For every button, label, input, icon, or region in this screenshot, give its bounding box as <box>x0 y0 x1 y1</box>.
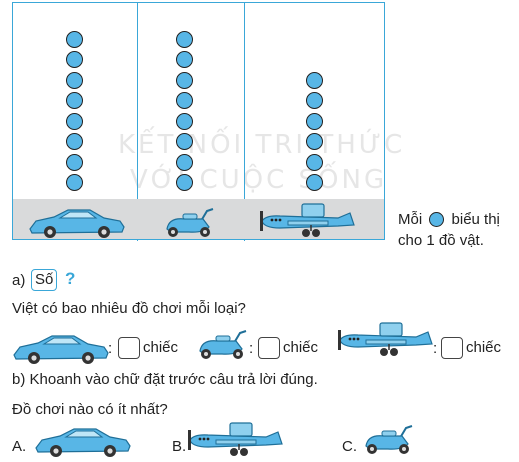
option-b-label[interactable]: B. <box>172 438 187 455</box>
motorbike-circle-icon <box>175 112 193 130</box>
pictograph-chart <box>12 2 385 241</box>
car-circle-icon <box>65 51 83 68</box>
car-icon <box>35 428 131 458</box>
car-count-input[interactable] <box>118 337 140 359</box>
car-circle-icon <box>65 174 83 191</box>
motorbike-icon <box>199 330 247 360</box>
car-circle-icon <box>65 153 83 171</box>
motorbike-icon <box>166 208 214 238</box>
car-icon <box>13 335 109 365</box>
motorbike-circle-icon <box>175 92 193 109</box>
so-box: Số <box>31 269 58 291</box>
car-circle-icon <box>65 133 83 150</box>
part-b-instruction: b) Khoanh vào chữ đặt trước câu trả lời … <box>12 371 318 388</box>
legend-after: biểu thị <box>451 211 500 228</box>
part-a-label: a) <box>12 272 26 289</box>
question-mark: ? <box>65 269 76 288</box>
motorbike-circle-icon <box>175 30 193 48</box>
airplane-circle-icon <box>305 153 323 171</box>
airplane-circle-icon <box>305 133 323 150</box>
column-divider <box>244 3 245 241</box>
motorbike-circle-icon <box>175 133 193 150</box>
motorbike-circle-icon <box>175 71 193 89</box>
legend-line2: cho 1 đồ vật. <box>398 232 484 249</box>
legend-before: Mỗi <box>398 211 423 228</box>
unit-label: chiếc <box>466 339 502 356</box>
airplane-circle-icon <box>305 92 323 109</box>
legend-line1: Mỗi biểu thị <box>398 211 500 228</box>
part-b-question: Đồ chơi nào có ít nhất? <box>12 401 168 418</box>
motorbike-circle-icon <box>175 51 193 68</box>
unit-label: chiếc <box>283 339 319 356</box>
airplane-circle-icon <box>305 112 323 130</box>
motorbike-icon <box>365 425 413 455</box>
car-circle-icon <box>65 71 83 89</box>
colon: : <box>249 340 254 357</box>
car-circle-icon <box>65 30 83 48</box>
colon: : <box>433 340 438 357</box>
motorbike-circle-icon <box>175 153 193 171</box>
circle-icon <box>429 212 445 227</box>
airplane-circle-icon <box>305 71 323 89</box>
part-a-question: Việt có bao nhiêu đồ chơi mỗi loại? <box>12 300 246 317</box>
option-a-label[interactable]: A. <box>12 438 27 455</box>
car-circle-icon <box>65 112 83 130</box>
airplane-count-input[interactable] <box>441 337 463 359</box>
airplane-icon <box>337 322 433 357</box>
column-divider <box>137 3 138 241</box>
unit-label: chiếc <box>143 339 179 356</box>
colon: : <box>108 340 113 357</box>
airplane-column <box>244 3 384 199</box>
car-column <box>13 3 137 199</box>
car-circle-icon <box>65 92 83 109</box>
airplane-icon <box>259 203 355 238</box>
watermark-line2: VỚI CUỘC SỐNG <box>130 165 388 195</box>
motorbike-count-input[interactable] <box>258 337 280 359</box>
toy-panel <box>13 199 384 239</box>
motorbike-circle-icon <box>175 174 193 191</box>
airplane-icon <box>187 422 283 457</box>
watermark-line1: KẾT NỐI TRI THỨC <box>118 130 406 160</box>
option-c-label[interactable]: C. <box>342 438 357 455</box>
motorbike-column <box>137 3 244 199</box>
airplane-circle-icon <box>305 174 323 191</box>
car-icon <box>29 209 125 239</box>
